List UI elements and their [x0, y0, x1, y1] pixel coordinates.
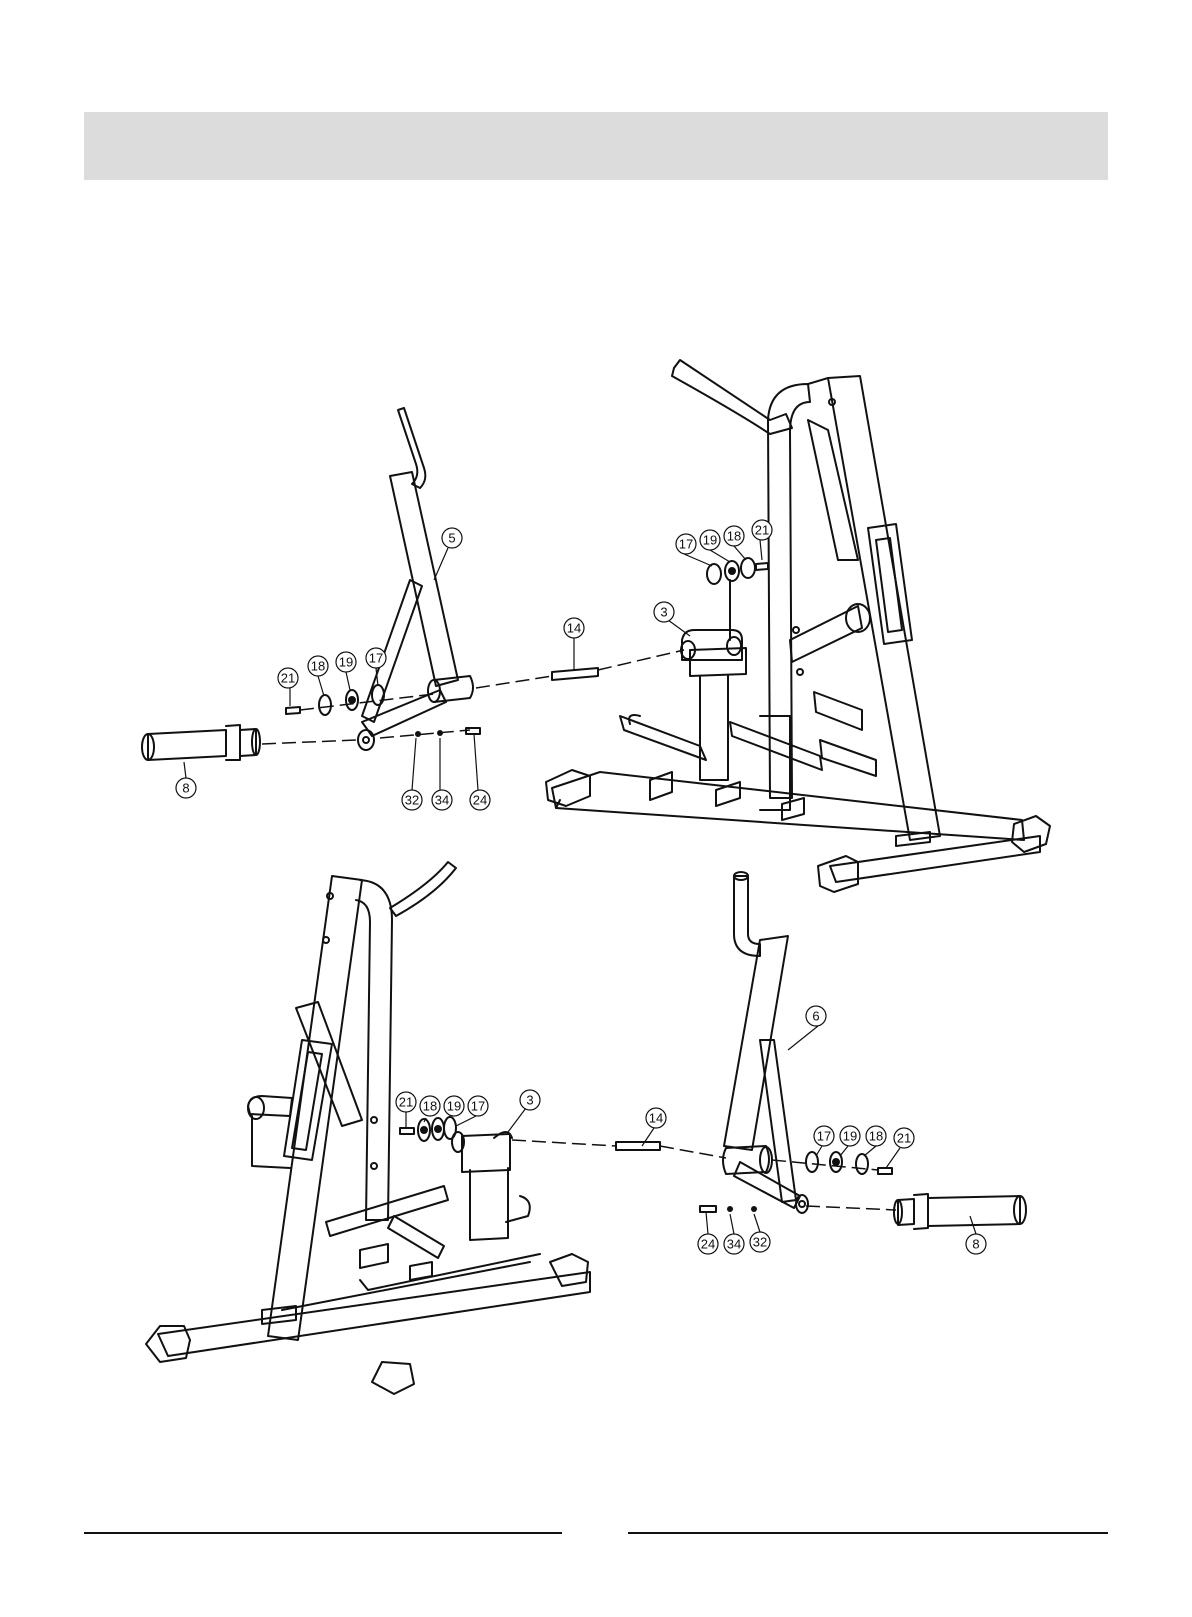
callout-14-br: 14	[649, 1111, 663, 1126]
callout-21-tl: 21	[281, 671, 295, 686]
callout-19-tr: 19	[703, 533, 717, 548]
callout-17-br: 17	[817, 1129, 831, 1144]
main-frame-right	[546, 360, 1050, 892]
hardware-right	[707, 558, 768, 640]
hardware-left	[286, 685, 480, 737]
pin-14-bottom	[616, 1142, 660, 1150]
callout-21-br: 21	[897, 1131, 911, 1146]
callout-18-br: 18	[869, 1129, 883, 1144]
callout-17-tr: 17	[679, 537, 693, 552]
callout-3-bl: 3	[526, 1093, 533, 1108]
dashed-line-axle-left	[262, 740, 356, 744]
callout-32-br: 32	[753, 1235, 767, 1250]
callout-3-tr: 3	[660, 605, 667, 620]
callout-19-bl: 19	[447, 1099, 461, 1114]
callout-5: 5	[448, 531, 455, 546]
callout-34-br: 34	[727, 1237, 741, 1252]
footer-rule-right	[628, 1532, 1108, 1534]
arm-assembly-left	[358, 408, 473, 750]
callout-34-tl: 34	[435, 793, 449, 808]
callout-24-tl: 24	[473, 793, 487, 808]
hardware-bottom-left	[400, 1117, 512, 1141]
dashed-line-pin-left	[476, 676, 552, 688]
callout-18-bl: 18	[423, 1099, 437, 1114]
callout-21-tr: 21	[755, 523, 769, 538]
dashed-line-axle-bottom-right	[806, 1206, 896, 1210]
callout-19-br: 19	[843, 1129, 857, 1144]
callout-21-bl: 21	[399, 1095, 413, 1110]
callout-18-tr: 18	[727, 529, 741, 544]
callout-8-tl: 8	[182, 781, 189, 796]
footer-rule-left	[84, 1532, 562, 1534]
dashed-line-pin-bottom-left	[512, 1140, 616, 1146]
callout-8-br: 8	[972, 1237, 979, 1252]
callout-14-tr: 14	[567, 621, 581, 636]
callout-32-tl: 32	[405, 793, 419, 808]
dashed-line-pin-right	[598, 650, 684, 670]
callout-17-bl: 17	[471, 1099, 485, 1114]
axle-pin-left	[142, 725, 260, 760]
callout-17-tl: 17	[369, 651, 383, 666]
axle-pin-right	[894, 1194, 1026, 1229]
callout-6: 6	[812, 1009, 819, 1024]
callout-18-tl: 18	[311, 659, 325, 674]
dashed-line-bolt-bottom-right	[772, 1160, 878, 1170]
dashed-line-lower-left	[380, 730, 470, 738]
callout-19-tl: 19	[339, 655, 353, 670]
pin-14-top	[552, 668, 598, 680]
dashed-line-pin-bottom-right	[660, 1146, 726, 1158]
main-frame-left	[146, 862, 590, 1394]
callout-24-br: 24	[701, 1237, 715, 1252]
